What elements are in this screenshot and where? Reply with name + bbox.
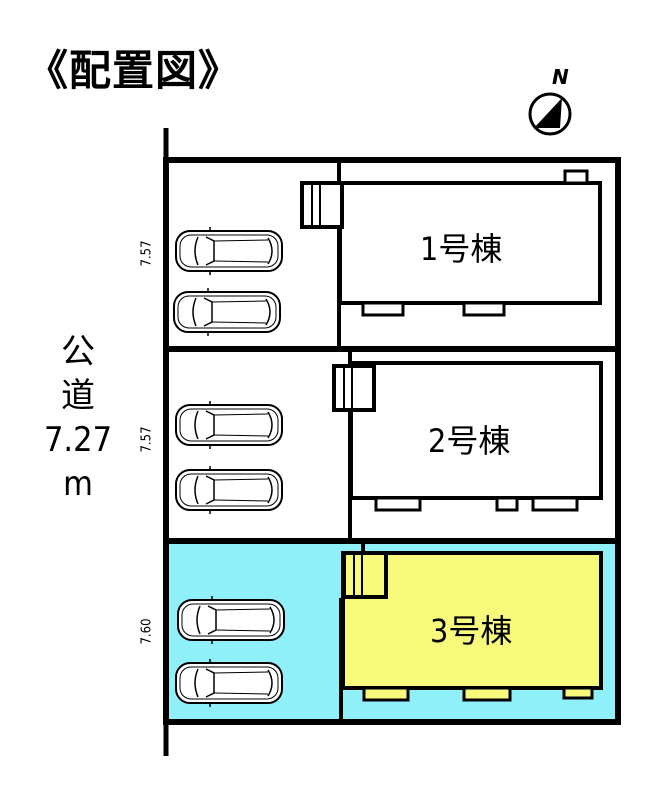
building-3-label: 3号棟 — [430, 612, 513, 650]
road-label-line1: 公 — [61, 332, 95, 372]
road-width: 7.27 — [43, 420, 113, 460]
car-icon — [175, 465, 283, 515]
building-1-label: 1号棟 — [420, 230, 503, 268]
car-icon — [177, 595, 285, 645]
road-label: 公 道 7.27 m — [38, 330, 118, 506]
car-icon — [175, 658, 283, 708]
car-icon — [175, 226, 283, 276]
north-arrow-icon: N — [522, 60, 582, 140]
compass-label: N — [552, 65, 569, 89]
road-label-line2: 道 — [61, 376, 95, 416]
building-2 — [332, 361, 603, 512]
building-3 — [341, 551, 603, 702]
building-1 — [300, 169, 602, 317]
car-icon — [173, 287, 281, 337]
car-icon — [175, 400, 283, 450]
lot-2-frontage: 7.57 — [139, 426, 155, 453]
page-title: 《配置図》 — [26, 46, 242, 95]
building-2-label: 2号棟 — [428, 422, 511, 460]
lot-1-frontage: 7.57 — [139, 240, 155, 267]
road-unit: m — [63, 464, 93, 504]
lot-3-frontage: 7.60 — [139, 618, 155, 645]
